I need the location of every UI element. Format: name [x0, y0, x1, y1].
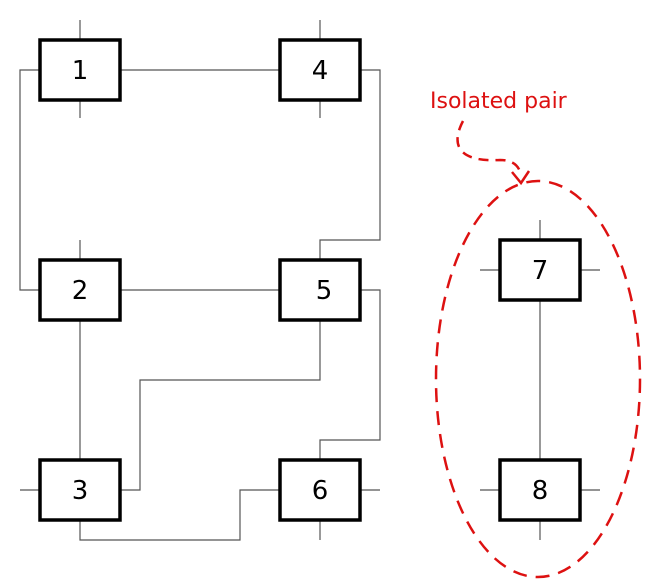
nodes-layer: 1 4 2 5 3 6 7 8	[38, 38, 582, 522]
edge-1-2	[19, 69, 40, 291]
node-label: 4	[312, 56, 329, 86]
node-box	[278, 458, 362, 522]
node-label: 5	[316, 276, 333, 306]
node-label: 2	[72, 276, 89, 306]
annotation-ellipse	[434, 179, 642, 579]
node-1[interactable]: 1	[38, 38, 122, 102]
node-2[interactable]: 2	[38, 258, 122, 322]
port-stubs	[20, 20, 600, 540]
annotation-arrowhead	[511, 170, 531, 186]
node-label: 8	[532, 476, 549, 506]
node-box	[278, 38, 362, 102]
node-box	[38, 458, 122, 522]
node-box	[498, 238, 582, 302]
node-box	[38, 38, 122, 102]
edges-layer	[19, 69, 541, 541]
node-4[interactable]: 4	[278, 38, 362, 102]
node-5[interactable]: 5	[278, 258, 362, 322]
node-box	[278, 258, 362, 322]
node-label: 3	[72, 476, 89, 506]
edge-3-5	[120, 320, 321, 491]
edge-4-5	[319, 69, 381, 260]
node-box	[38, 258, 122, 322]
edge-3-6	[79, 489, 280, 541]
annotation-isolated-pair: Isolated pair	[430, 89, 642, 579]
node-6[interactable]: 6	[278, 458, 362, 522]
node-label: 6	[312, 476, 329, 506]
node-box	[498, 458, 582, 522]
node-3[interactable]: 3	[38, 458, 122, 522]
edge-5-6	[319, 289, 381, 460]
node-7[interactable]: 7	[498, 238, 582, 302]
node-label: 7	[532, 256, 549, 286]
node-label: 1	[72, 56, 89, 86]
annotation-label: Isolated pair	[430, 89, 568, 114]
node-8[interactable]: 8	[498, 458, 582, 522]
annotation-arrow-curve	[456, 120, 523, 177]
